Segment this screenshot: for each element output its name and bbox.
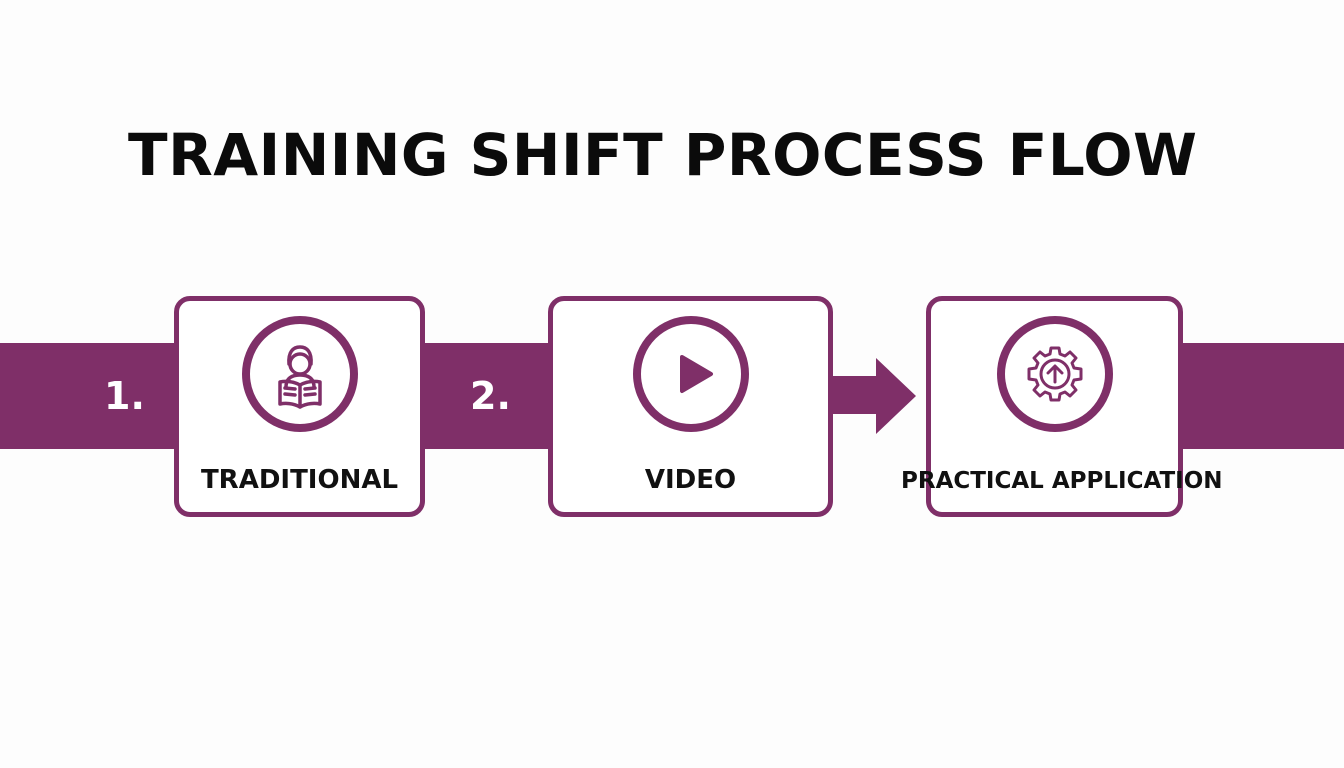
icon-circle xyxy=(632,316,749,432)
play-icon xyxy=(679,355,713,393)
step-label-video: VIDEO xyxy=(644,465,737,495)
icon-circle xyxy=(241,316,358,432)
flow-band-left xyxy=(0,343,190,449)
gear-upload-icon xyxy=(1027,346,1082,402)
step-card-practical-application: PRACTICAL APPLICATION xyxy=(901,296,1223,517)
person-reading-book-icon xyxy=(277,345,322,409)
step-label-practical-application: PRACTICAL APPLICATION xyxy=(901,468,1223,494)
flow-band-middle xyxy=(410,343,565,449)
flow-arrow-icon xyxy=(830,358,916,434)
step-card-traditional: TRADITIONAL xyxy=(174,296,425,517)
flow-band-right xyxy=(1165,343,1344,449)
step-card-video: VIDEO xyxy=(548,296,833,517)
step-label-traditional: TRADITIONAL xyxy=(200,465,399,495)
step-number-2: 2. xyxy=(470,374,511,418)
step-number-1: 1. xyxy=(104,374,145,418)
icon-circle xyxy=(996,316,1113,432)
diagram-title: TRAINING SHIFT PROCESS FLOW xyxy=(128,121,1198,189)
